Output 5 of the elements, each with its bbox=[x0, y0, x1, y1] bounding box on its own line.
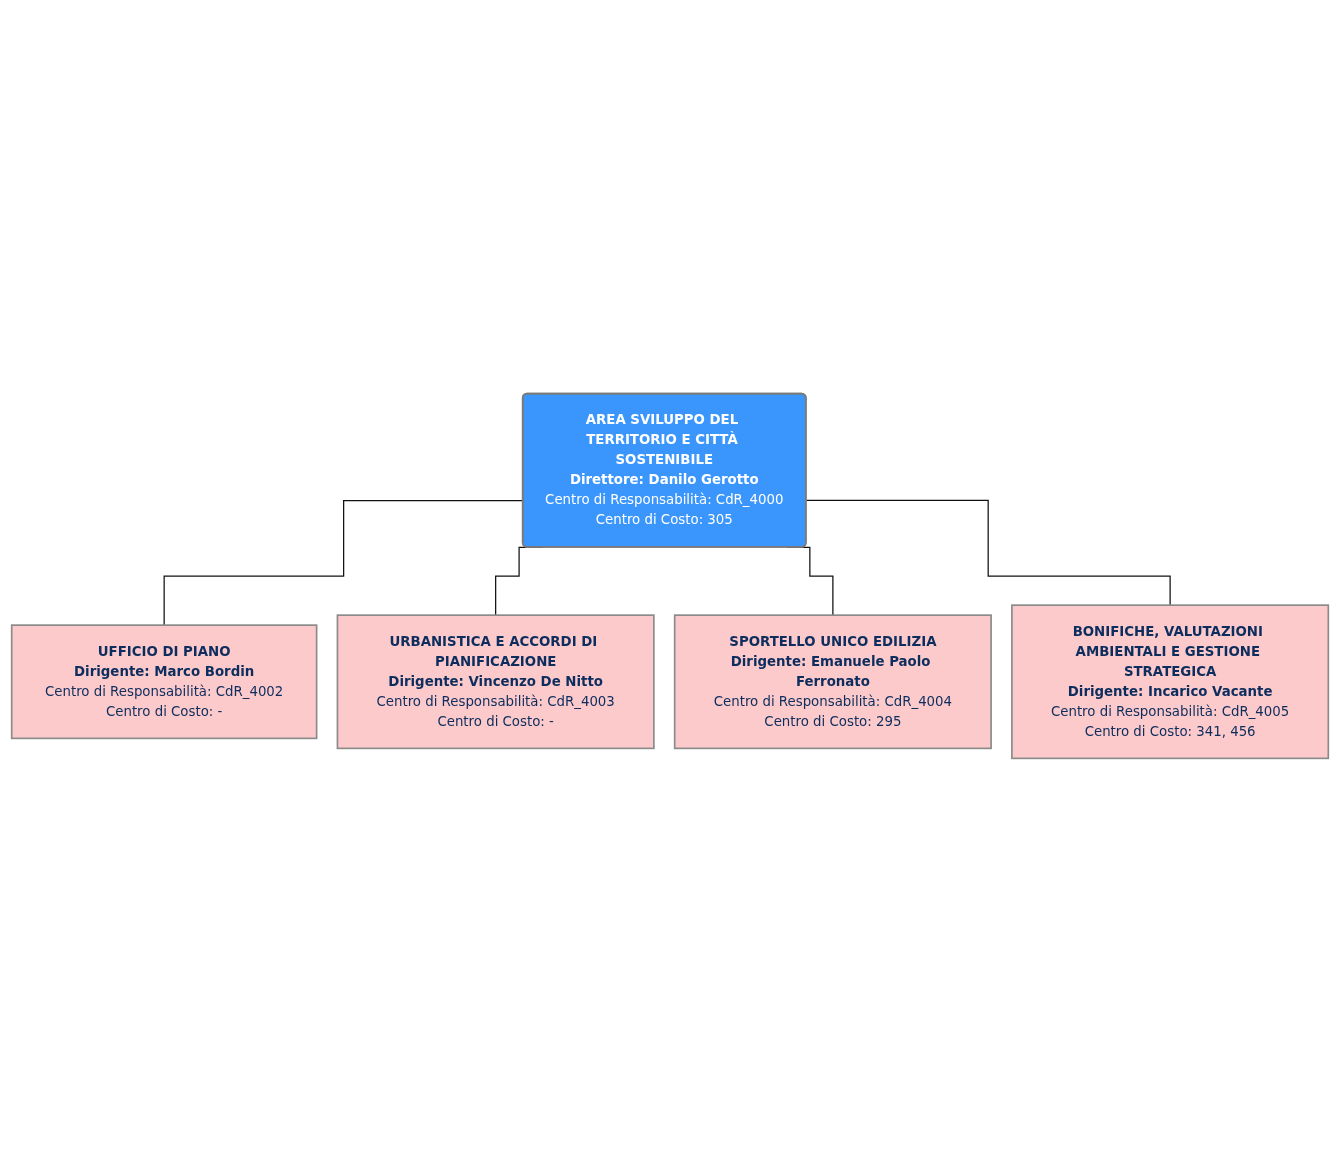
node-box: UFFICIO DI PIANO Dirigente: Marco Bordin Centro di Responsabilità: CdR_4002 Centro di Costo: - bbox=[10, 624, 317, 740]
node-box: URBANISTICA E ACCORDI DI PIANIFICAZIONE Dirigente: Vincenzo De Nitto Centro di Responsabilità: CdR_4003 Centro di Costo: - bbox=[336, 614, 655, 750]
node-box: BONIFICHE, VALUTAZIONI AMBIENTALI E GESTIONE STRATEGICA Dirigente: Incarico Vacante Centro di Responsabilità: CdR_4005 Centro di Costo: 341, 456 bbox=[1010, 604, 1329, 760]
node-box: SPORTELLO UNICO EDILIZIA Dirigente: Emanuele Paolo Ferronato Centro di Responsabilità: CdR_4004 Centro di Costo: 295 bbox=[673, 614, 992, 750]
connector bbox=[805, 499, 1171, 606]
